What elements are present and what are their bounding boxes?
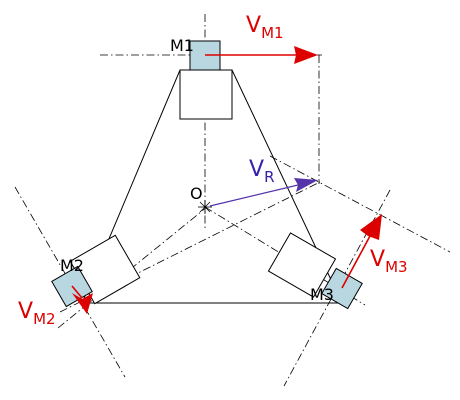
- label-vm2: VM2: [18, 299, 56, 328]
- label-vm1-sub: M1: [261, 24, 284, 42]
- label-origin: O: [190, 184, 203, 203]
- wheel-housing-m1: [179, 69, 233, 120]
- arrowhead-m1: [294, 46, 318, 64]
- origin-marker: [198, 200, 212, 214]
- label-vm1: VM1: [246, 13, 284, 42]
- label-m2: M2: [60, 256, 84, 275]
- arrowhead-m2: [72, 293, 93, 314]
- velocity-arrow-m3: [341, 214, 382, 289]
- resultant-velocity-arrow: [209, 178, 318, 207]
- label-vm2-base: V: [18, 299, 33, 324]
- projection-m3: [269, 155, 451, 253]
- velocity-arrow-m1: [205, 46, 318, 64]
- label-m1: M1: [170, 36, 194, 55]
- label-vm2-sub: M2: [33, 310, 56, 328]
- label-vr: VR: [249, 157, 275, 186]
- wheel-housing-m3: [267, 232, 337, 298]
- label-m3: M3: [310, 285, 334, 304]
- arrowhead-resultant: [294, 178, 318, 192]
- label-vm3-sub: M3: [385, 258, 408, 276]
- velocity-arrow-m2: [71, 285, 93, 314]
- arrowhead-m3: [360, 214, 382, 240]
- label-vm3-base: V: [370, 247, 385, 272]
- label-vr-base: V: [249, 157, 264, 182]
- label-vm3: VM3: [370, 247, 408, 276]
- label-vm1-base: V: [246, 13, 261, 38]
- label-vr-sub: R: [264, 168, 274, 186]
